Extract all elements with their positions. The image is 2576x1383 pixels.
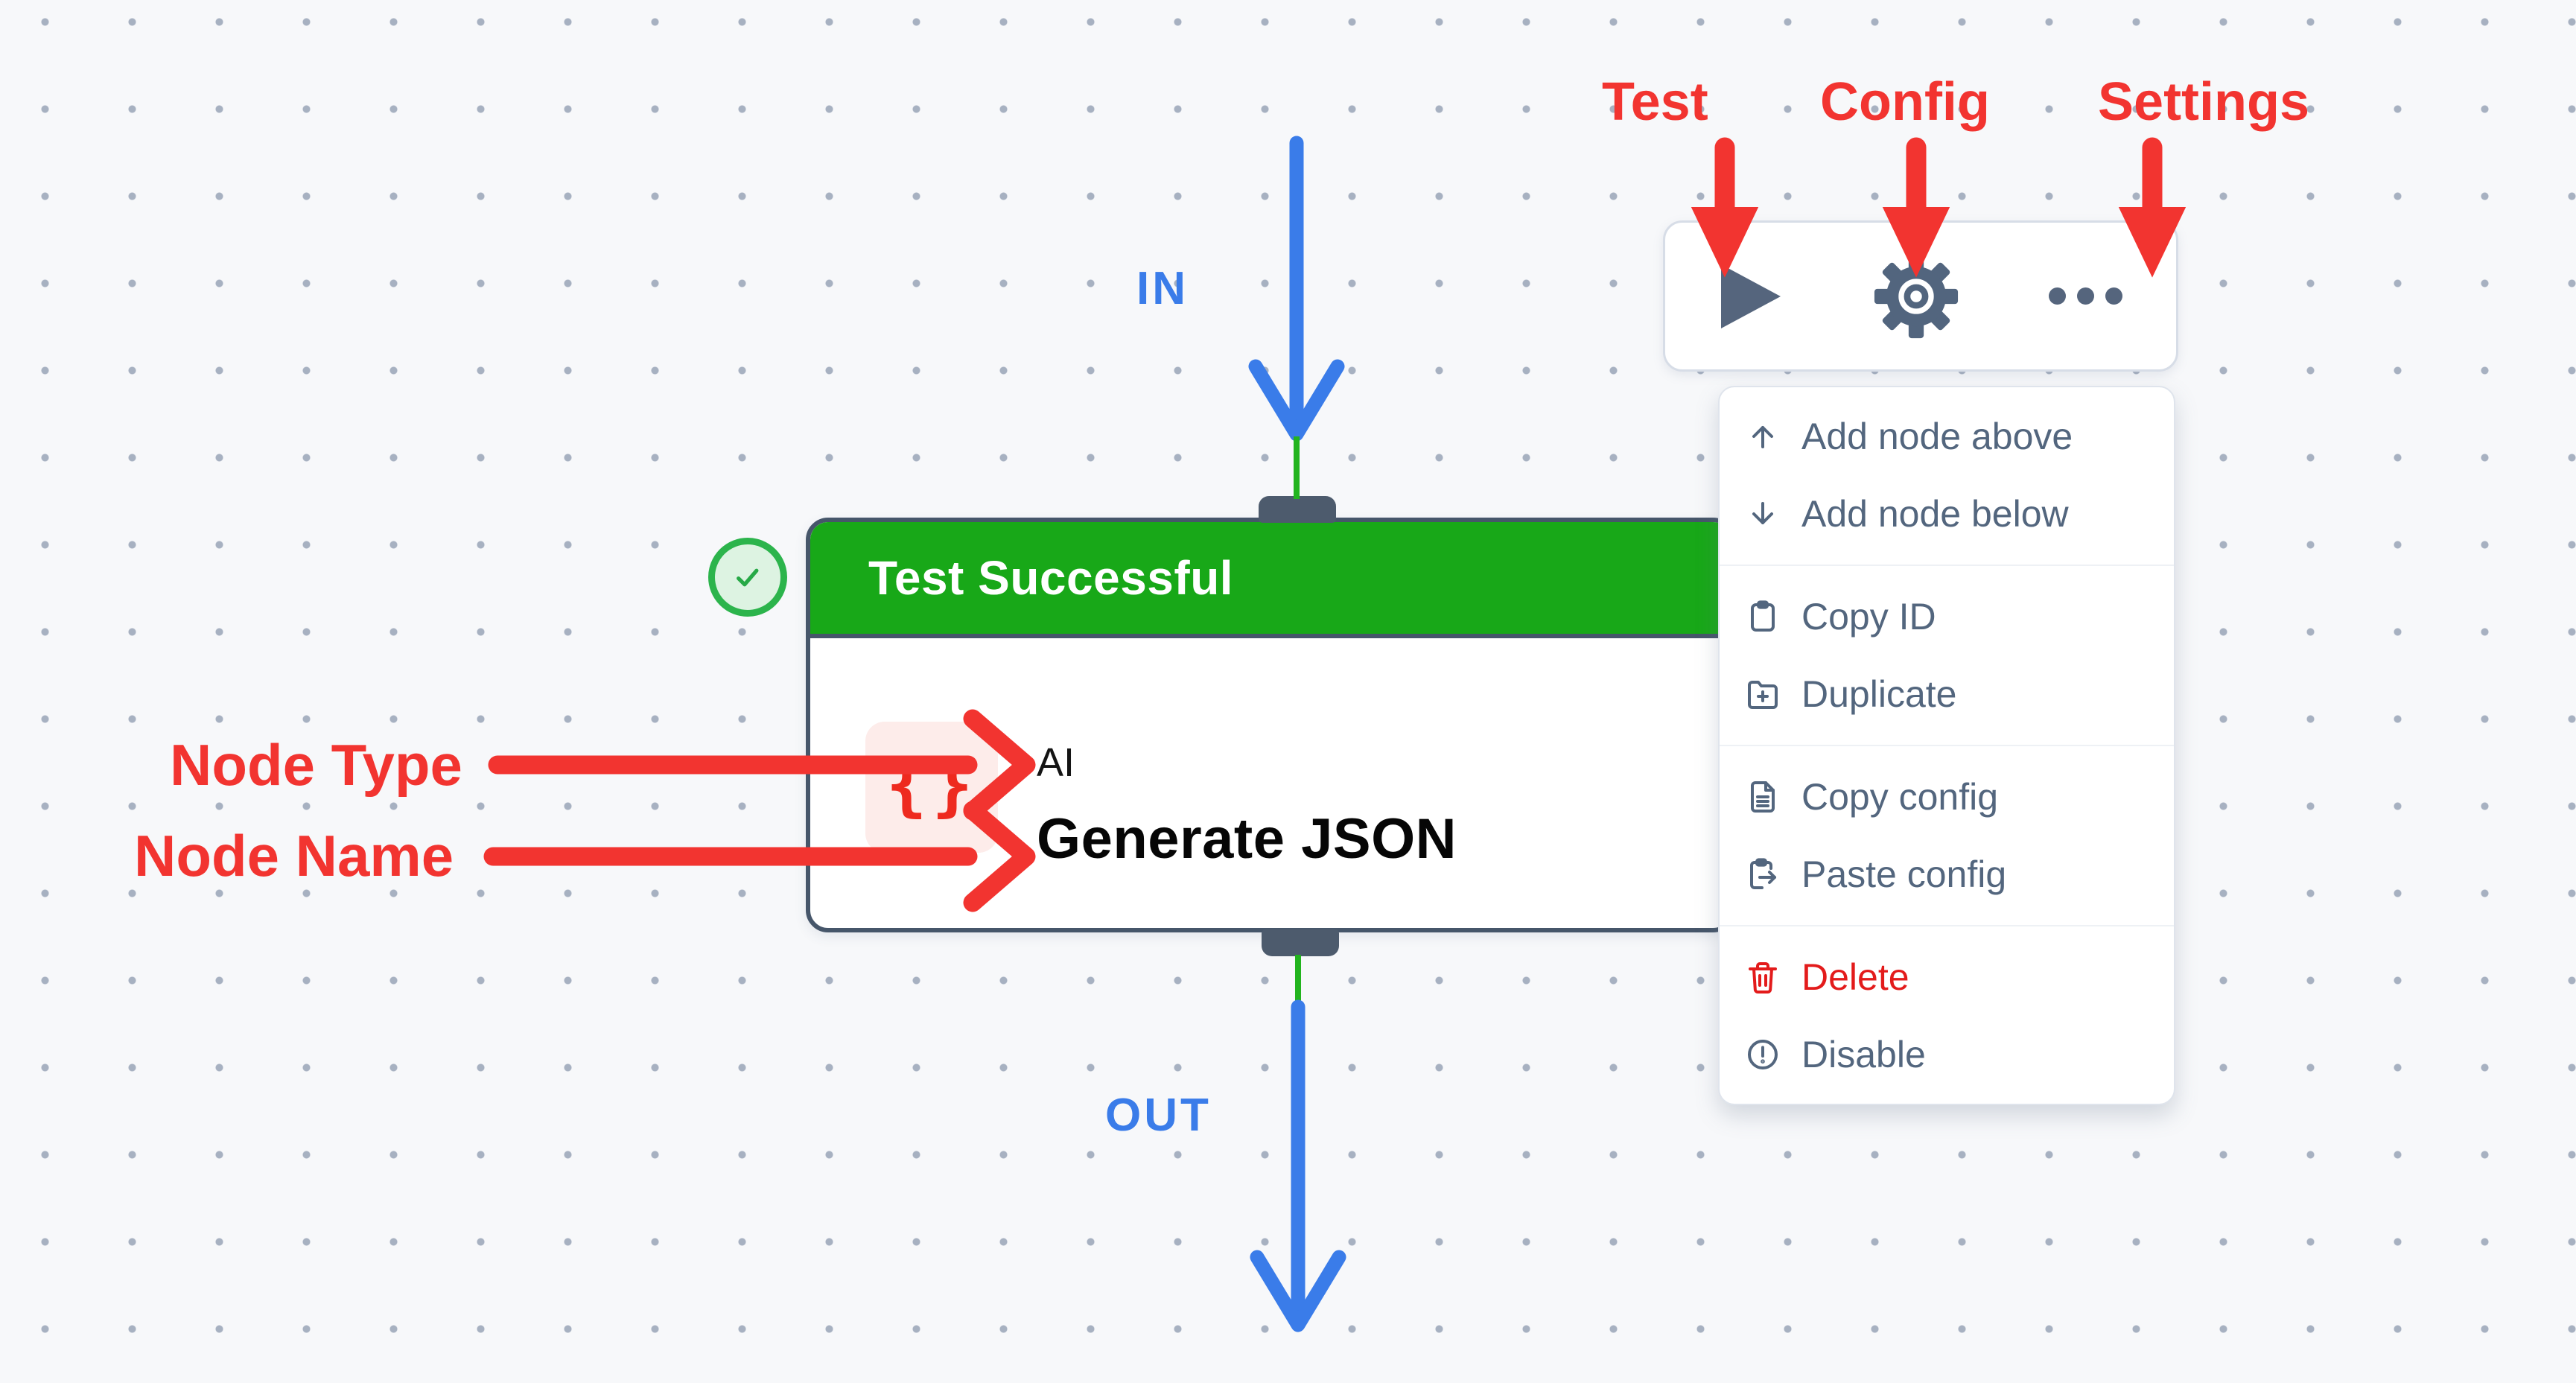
- in-label: IN: [1136, 263, 1189, 314]
- settings-menu-button[interactable]: [2049, 287, 2122, 305]
- out-label: OUT: [1105, 1090, 1212, 1141]
- gear-icon: [1874, 254, 1958, 338]
- out-flow-arrow: [1250, 999, 1346, 1332]
- node-type-value: AI: [1037, 740, 1075, 785]
- braces-icon: {}: [885, 744, 978, 824]
- workflow-node-generate-json[interactable]: Test Successful {} AI Generate JSON: [806, 518, 1735, 932]
- menu-item-disable[interactable]: Disable: [1720, 1016, 2174, 1093]
- menu-item-label: Add node above: [1801, 416, 2073, 457]
- node-input-port[interactable]: [1259, 496, 1336, 523]
- node-context-menu: Add node above Add node below Copy ID Du…: [1718, 386, 2175, 1105]
- folder-plus-icon: [1748, 681, 1778, 709]
- alert-circle-icon: [1748, 1040, 1778, 1069]
- annotation-label-node-name: Node Name: [134, 823, 454, 888]
- menu-item-label: Duplicate: [1801, 673, 1957, 715]
- in-flow-arrow: [1248, 136, 1345, 442]
- node-type-icon-badge: {}: [865, 722, 998, 853]
- menu-item-add-node-above[interactable]: Add node above: [1720, 398, 2174, 475]
- menu-item-label: Delete: [1801, 956, 1909, 998]
- annotation-label-node-type: Node Type: [170, 732, 462, 798]
- file-text-icon: [1751, 781, 1775, 813]
- annotation-label-settings: Settings: [2098, 72, 2310, 132]
- menu-item-label: Copy ID: [1801, 596, 1936, 638]
- ellipsis-icon: [2049, 287, 2122, 305]
- test-success-badge: [708, 538, 787, 617]
- annotation-label-test: Test: [1602, 72, 1708, 132]
- menu-item-label: Paste config: [1801, 853, 2007, 895]
- clipboard-paste-icon: [1750, 858, 1776, 889]
- play-icon: [1721, 264, 1781, 328]
- menu-item-label: Copy config: [1801, 776, 1999, 818]
- arrow-up-icon: [1752, 426, 1773, 448]
- menu-item-duplicate[interactable]: Duplicate: [1720, 655, 2174, 733]
- arrow-down-icon: [1752, 502, 1773, 524]
- test-run-button[interactable]: [1719, 262, 1783, 331]
- menu-item-label: Add node below: [1801, 493, 2069, 535]
- node-output-port[interactable]: [1262, 929, 1339, 956]
- menu-divider: [1720, 745, 2174, 746]
- menu-divider: [1720, 925, 2174, 926]
- node-status-bar: Test Successful: [810, 522, 1731, 638]
- clipboard-icon: [1751, 600, 1775, 632]
- menu-item-delete[interactable]: Delete: [1720, 938, 2174, 1016]
- menu-item-copy-config[interactable]: Copy config: [1720, 758, 2174, 836]
- node-toolbar: [1663, 220, 2178, 372]
- menu-item-paste-config[interactable]: Paste config: [1720, 836, 2174, 913]
- node-name-value: Generate JSON: [1037, 807, 1457, 871]
- check-icon: [737, 568, 759, 587]
- node-body: {} AI Generate JSON: [810, 638, 1731, 928]
- menu-item-label: Disable: [1801, 1034, 1926, 1075]
- menu-item-copy-id[interactable]: Copy ID: [1720, 578, 2174, 655]
- menu-divider: [1720, 565, 2174, 566]
- config-button[interactable]: [1873, 253, 1959, 340]
- node-status-text: Test Successful: [868, 551, 1234, 605]
- trash-icon: [1749, 962, 1777, 993]
- annotation-label-config: Config: [1820, 72, 1990, 132]
- menu-item-add-node-below[interactable]: Add node below: [1720, 475, 2174, 553]
